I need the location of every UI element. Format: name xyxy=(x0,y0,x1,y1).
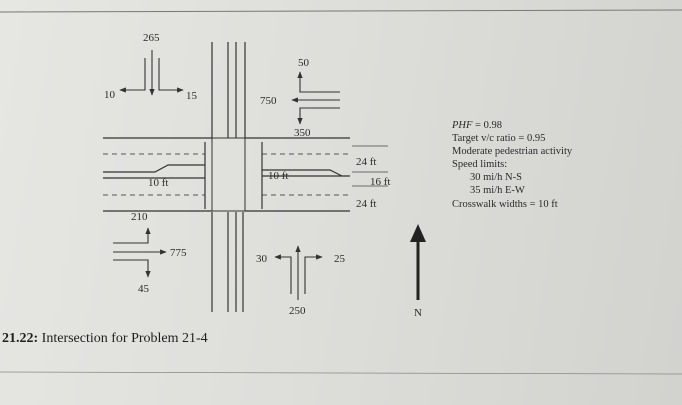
sb-through-volume: 265 xyxy=(143,32,160,44)
sb-left-volume: 15 xyxy=(186,90,198,102)
north-label: N xyxy=(414,307,422,319)
wb-movement-arrows xyxy=(291,71,340,125)
eb-through-volume: 775 xyxy=(170,247,187,259)
east-approach xyxy=(245,137,388,212)
notes-block: PHF = 0.98 Target v/c ratio = 0.95 Moder… xyxy=(451,120,573,210)
east-upper-width: 24 ft xyxy=(356,156,376,168)
wb-right-volume: 50 xyxy=(298,57,310,69)
speed-ew-note: 35 mi/h E-W xyxy=(470,185,525,196)
eb-left-volume: 210 xyxy=(131,211,148,223)
east-median-dimension: 16 ft xyxy=(370,176,390,188)
phf-label: PHF xyxy=(451,120,473,131)
north-approach xyxy=(211,42,246,138)
crosswalk-note: Crosswalk widths = 10 ft xyxy=(452,199,558,210)
nb-through-volume: 250 xyxy=(289,305,306,317)
west-median-width: 10 ft xyxy=(148,177,168,189)
wb-through-volume: 750 xyxy=(260,95,277,107)
caption-number: 21.22: xyxy=(2,331,38,346)
target-vc-note: Target v/c ratio = 0.95 xyxy=(452,133,545,144)
north-arrow-icon xyxy=(410,224,426,300)
top-rule xyxy=(0,9,682,13)
figure-caption: 21.22: Intersection for Problem 21-4 xyxy=(2,331,208,346)
sb-movement-arrows xyxy=(119,50,184,96)
eb-movement-arrows xyxy=(113,227,167,278)
speed-limits-heading: Speed limits: xyxy=(452,159,507,170)
svg-text:PHF = 0.98: PHF = 0.98 xyxy=(451,120,502,131)
nb-right-volume: 25 xyxy=(334,253,346,265)
sb-right-volume: 10 xyxy=(104,89,116,101)
caption-text: Intersection for Problem 21-4 xyxy=(38,331,208,346)
nb-movement-arrows xyxy=(274,245,323,300)
pedestrian-note: Moderate pedestrian activity xyxy=(452,146,573,157)
nb-left-volume: 30 xyxy=(256,253,268,265)
intersection-box xyxy=(211,137,246,212)
phf-value: = 0.98 xyxy=(472,120,502,131)
east-median-width: 10 ft xyxy=(268,170,288,182)
west-approach xyxy=(103,137,212,212)
wb-left-volume: 350 xyxy=(294,127,311,139)
south-approach xyxy=(211,212,244,312)
bottom-rule xyxy=(0,371,682,375)
speed-ns-note: 30 mi/h N-S xyxy=(470,172,522,183)
eb-right-volume: 45 xyxy=(138,283,150,295)
east-lower-width: 24 ft xyxy=(356,198,376,210)
